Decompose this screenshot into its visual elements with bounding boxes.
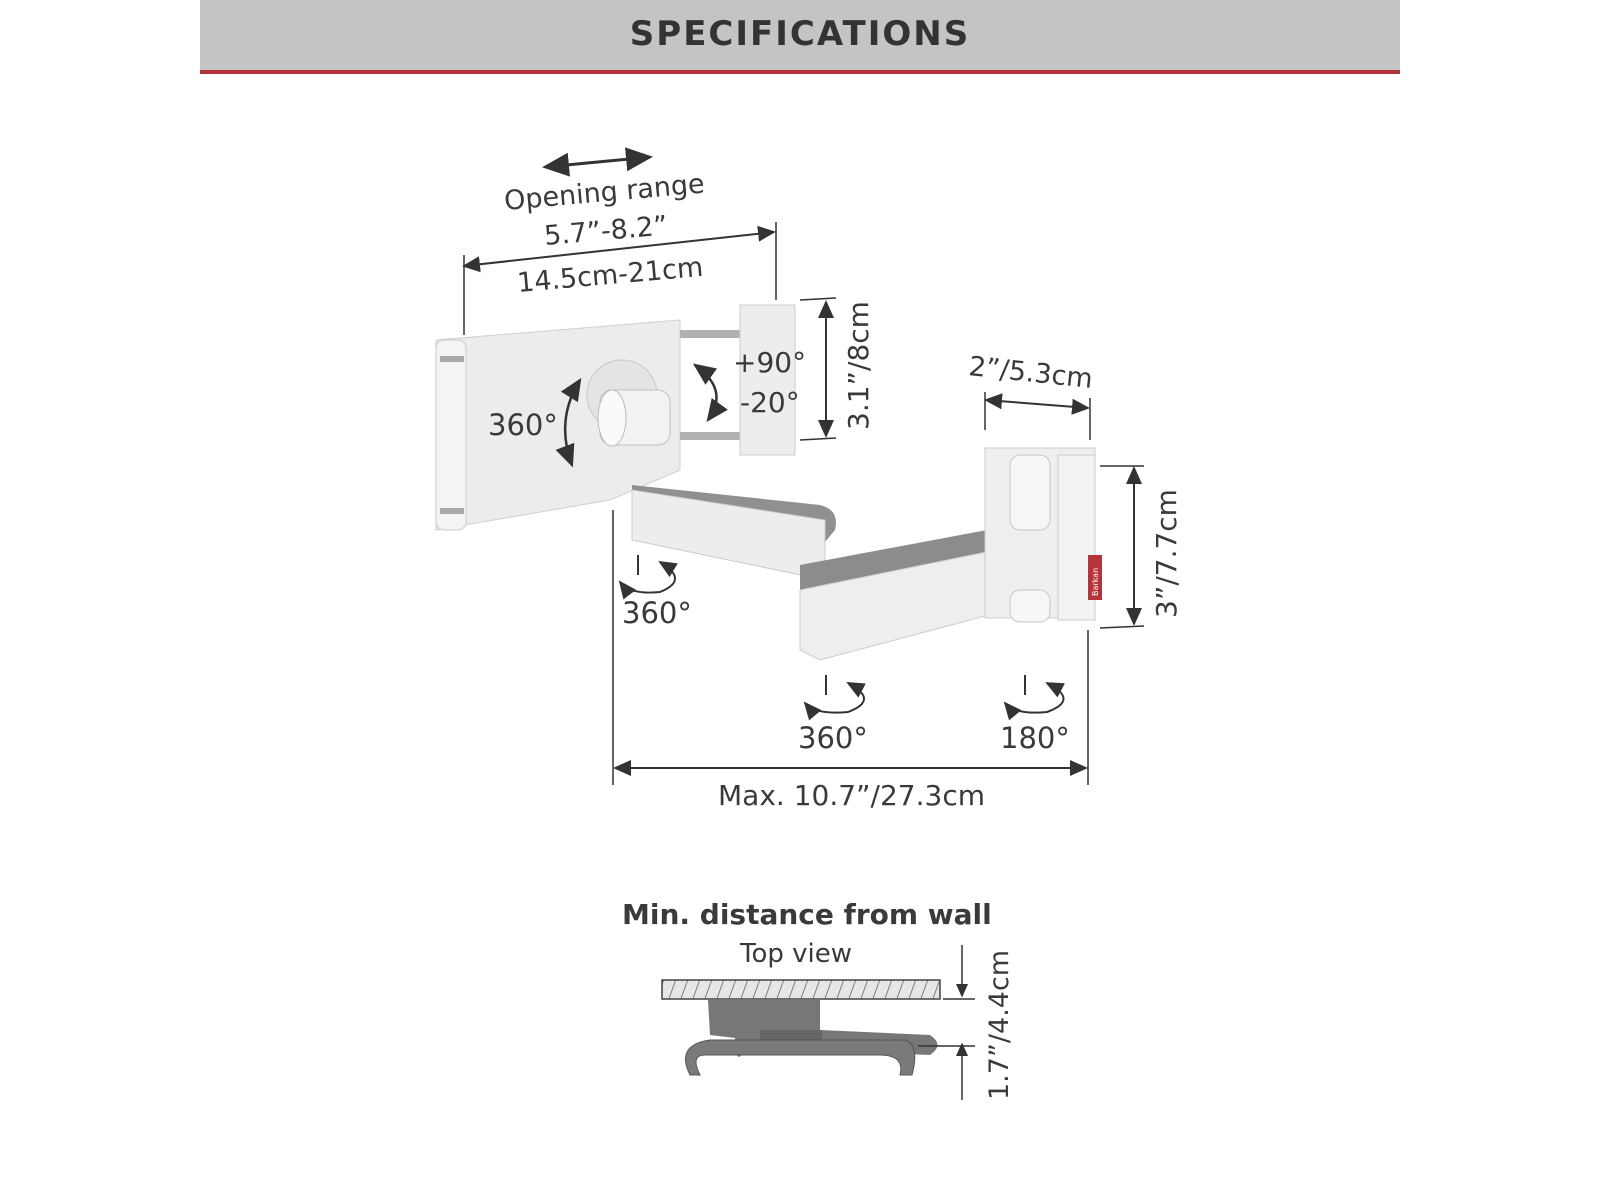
top-view-subtitle: Top view xyxy=(739,939,852,969)
top-view-drawing xyxy=(661,979,941,1076)
tilt-up-label: +90° xyxy=(733,346,806,379)
swivel-2-label: 360° xyxy=(798,721,868,755)
swivel-arrow-icon xyxy=(618,555,678,600)
swivel-1-label: 360° xyxy=(622,596,692,630)
rotation-arrow-icon xyxy=(555,377,582,468)
opening-range-cm: 14.5cm-21cm xyxy=(516,252,705,299)
swivel-arrow-icon xyxy=(803,675,866,721)
opening-range-dimension xyxy=(462,225,776,273)
brand-label xyxy=(1088,555,1102,600)
swivel-arrow-icon xyxy=(1003,675,1065,721)
tilt-arrow-icon xyxy=(692,363,728,423)
min-distance-label: 1.7”/4.4cm xyxy=(984,950,1015,1100)
rotation-label: 360° xyxy=(488,408,558,442)
max-extension-label: Max. 10.7”/27.3cm xyxy=(718,779,985,812)
brand-text: Barkan xyxy=(1091,568,1100,596)
wall-plate-width-label: 2”/5.3cm xyxy=(967,351,1094,395)
specifications-header: SPECIFICATIONS xyxy=(200,0,1400,74)
top-view-title: Min. distance from wall xyxy=(622,898,992,931)
opening-range-label: Opening range xyxy=(503,169,706,217)
wall-plate: Barkan xyxy=(984,447,1102,623)
header-title: SPECIFICATIONS xyxy=(629,14,971,54)
wall-plate-width-dimension xyxy=(984,393,1090,415)
wall-plate-height-label: 3”/7.7cm xyxy=(1150,489,1183,618)
swivel-3-label: 180° xyxy=(1000,721,1070,755)
articulating-arm xyxy=(631,485,1046,661)
tilt-down-label: -20° xyxy=(740,386,800,419)
opening-range-arrow xyxy=(542,147,653,177)
holder-height-label: 3.1”/8cm xyxy=(842,301,875,430)
